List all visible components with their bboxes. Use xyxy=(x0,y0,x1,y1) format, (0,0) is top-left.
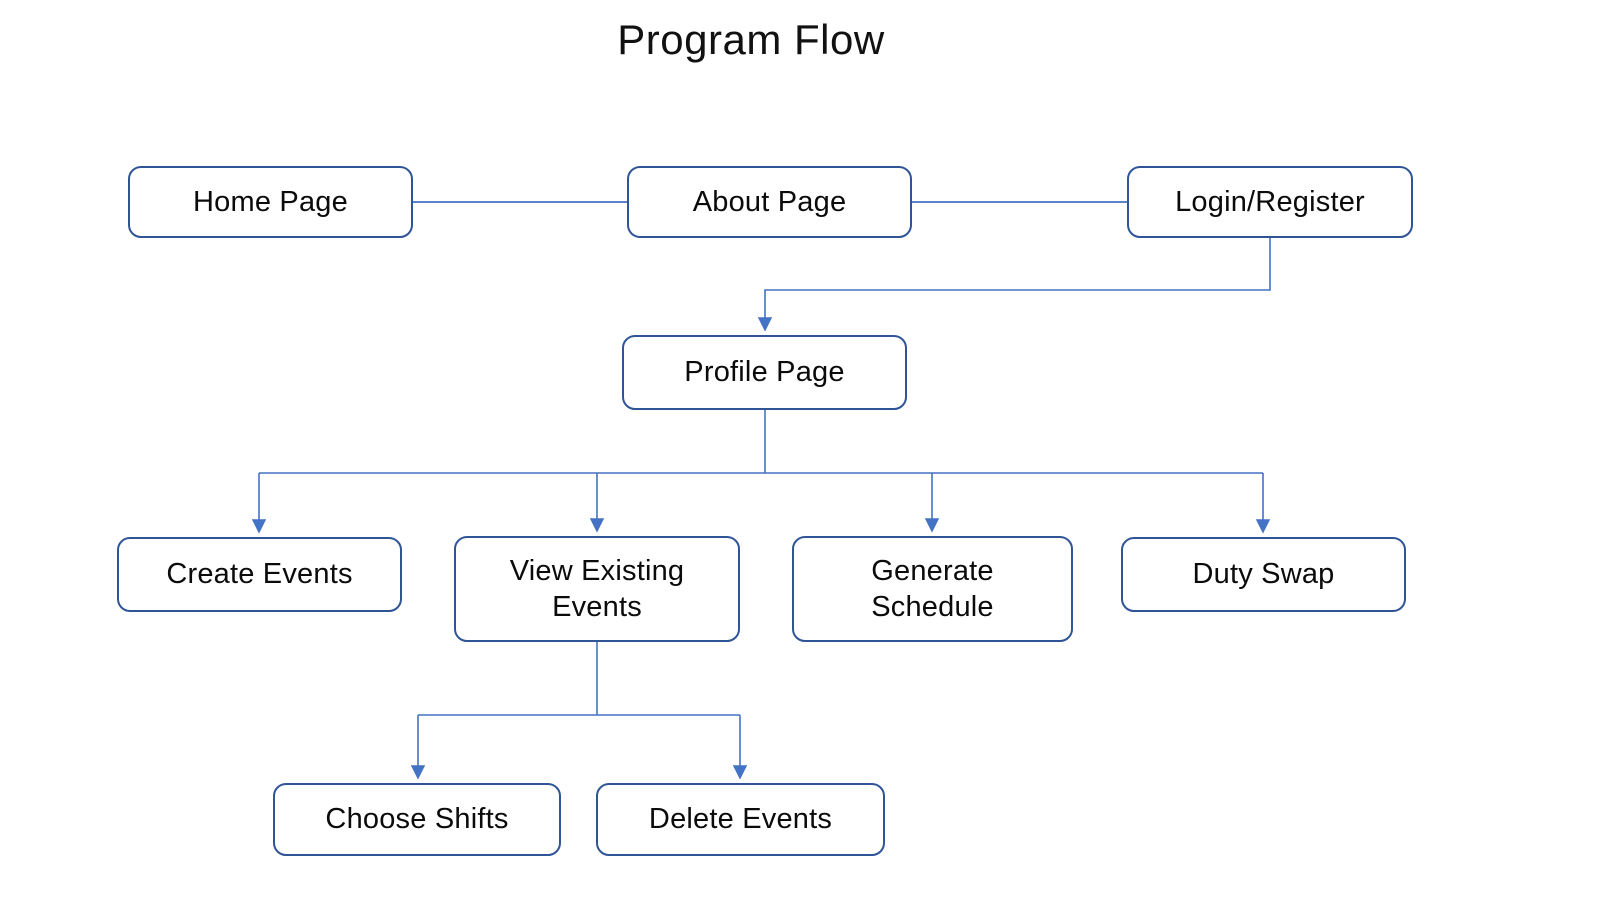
node-duty-swap: Duty Swap xyxy=(1121,537,1406,612)
node-login-register: Login/Register xyxy=(1127,166,1413,238)
diagram-title: Program Flow xyxy=(617,16,885,63)
node-choose-shifts: Choose Shifts xyxy=(273,783,561,856)
node-profile-page: Profile Page xyxy=(622,335,907,410)
node-view-existing-events: View Existing Events xyxy=(454,536,740,642)
edge-login-profile xyxy=(757,238,1271,332)
node-delete-events: Delete Events xyxy=(596,783,885,856)
node-about-page: About Page xyxy=(627,166,912,238)
node-generate-schedule: Generate Schedule xyxy=(792,536,1073,642)
node-create-events: Create Events xyxy=(117,537,402,612)
node-home-page: Home Page xyxy=(128,166,413,238)
